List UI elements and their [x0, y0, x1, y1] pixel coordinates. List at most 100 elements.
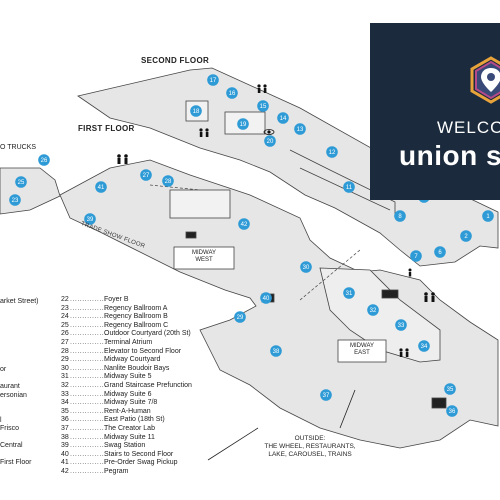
marker-circle	[326, 146, 338, 158]
marker-circle	[257, 100, 269, 112]
location-marker[interactable]: 18	[190, 105, 202, 117]
marker-circle	[238, 218, 250, 230]
marker-number: 26	[41, 158, 48, 164]
marker-number: 38	[273, 349, 280, 355]
legend-name: Midway Suite 7/8	[104, 399, 158, 407]
location-marker[interactable]: 2	[460, 230, 472, 242]
marker-number: 30	[303, 265, 310, 271]
welcome-panel: WELCOME union st	[370, 23, 500, 200]
marker-circle	[162, 175, 174, 187]
location-marker[interactable]: 41	[95, 181, 107, 193]
legend-leader-dots: ........................	[70, 416, 106, 424]
location-marker[interactable]: 29	[234, 311, 246, 323]
restroom-icon	[399, 348, 409, 357]
location-marker[interactable]: 20	[264, 135, 276, 147]
location-marker[interactable]: 32	[367, 304, 379, 316]
legend-name: East Patio (18th St)	[104, 416, 165, 424]
marker-circle	[410, 250, 422, 262]
location-marker[interactable]: 34	[418, 340, 430, 352]
marker-number: 11	[346, 185, 353, 191]
legend-left-fragment: aurant	[0, 383, 20, 390]
legend-leader-dots: ........................	[70, 304, 106, 312]
marker-number: 37	[323, 393, 330, 399]
marker-circle	[418, 340, 430, 352]
marker-number: 25	[18, 180, 25, 186]
legend-number: 39	[61, 442, 69, 450]
marker-circle	[15, 176, 27, 188]
marker-circle	[294, 123, 306, 135]
location-marker[interactable]: 14	[277, 112, 289, 124]
location-marker[interactable]: 40	[260, 292, 272, 304]
legend-item: 28........................Elevator to Se…	[0, 348, 210, 357]
location-marker[interactable]: 35	[444, 383, 456, 395]
location-marker[interactable]: 1	[482, 210, 494, 222]
location-marker[interactable]: 6	[434, 246, 446, 258]
marker-circle	[84, 213, 96, 225]
marker-circle	[395, 319, 407, 331]
floor-connector-dashed	[299, 249, 361, 301]
location-marker[interactable]: 19	[237, 118, 249, 130]
location-marker[interactable]: 17	[207, 74, 219, 86]
marker-circle	[95, 181, 107, 193]
location-marker[interactable]: 37	[320, 389, 332, 401]
location-marker[interactable]: 13	[294, 123, 306, 135]
marker-circle	[320, 389, 332, 401]
legend-item: 23........................Regency Ballro…	[0, 305, 210, 314]
location-marker[interactable]: 39	[84, 213, 96, 225]
location-marker[interactable]: 15	[257, 100, 269, 112]
legend-leader-dots: ........................	[70, 442, 106, 450]
location-marker[interactable]: 12	[326, 146, 338, 158]
legend-leader-dots: ........................	[70, 407, 106, 415]
marker-number: 14	[280, 116, 287, 122]
location-marker[interactable]: 7	[410, 250, 422, 262]
location-marker[interactable]: 8	[394, 210, 406, 222]
location-marker[interactable]: 25	[15, 176, 27, 188]
legend-item: 31........................Midway Suite 5	[0, 373, 210, 382]
second-floor-label: SECOND FLOOR	[141, 56, 210, 65]
legend-item: 38........................Midway Suite 1…	[0, 434, 210, 443]
marker-number: 41	[98, 185, 105, 191]
marker-number: 17	[210, 78, 217, 84]
location-marker[interactable]: 42	[238, 218, 250, 230]
legend-item: 40........................Stairs to Seco…	[0, 451, 210, 460]
midway-east-label: MIDWAY EAST	[338, 343, 386, 357]
location-marker[interactable]: 16	[226, 87, 238, 99]
marker-number: 8	[398, 214, 402, 220]
legend-number: 31	[61, 373, 69, 381]
legend-number: 37	[61, 425, 69, 432]
location-marker[interactable]: 33	[395, 319, 407, 331]
location-marker[interactable]: 36	[446, 405, 458, 417]
location-marker[interactable]: 11	[343, 181, 355, 193]
marker-number: 15	[260, 104, 267, 110]
location-marker[interactable]: 38	[270, 345, 282, 357]
legend-leader-dots: ........................	[70, 459, 106, 467]
legend-name: Regency Ballroom B	[104, 313, 168, 321]
restroom-icon	[408, 268, 412, 277]
legend-number: 36	[61, 416, 69, 424]
marker-number: 32	[370, 308, 377, 314]
location-marker[interactable]: 23	[9, 194, 21, 206]
location-marker[interactable]: 30	[300, 261, 312, 273]
legend-number: 26	[61, 330, 69, 338]
brand-name: union st	[399, 140, 500, 171]
location-marker[interactable]: 28	[162, 175, 174, 187]
marker-number: 35	[447, 387, 454, 393]
welcome-heading: WELCOME	[437, 118, 500, 137]
marker-number: 31	[346, 291, 353, 297]
location-marker[interactable]: 27	[140, 169, 152, 181]
legend-left-fragment: Central	[0, 442, 23, 449]
marker-number: 23	[12, 198, 19, 204]
midway-east-line1: MIDWAY	[350, 343, 374, 349]
marker-number: 6	[438, 250, 442, 256]
location-marker[interactable]: 31	[343, 287, 355, 299]
marker-number: 33	[398, 323, 405, 329]
marker-circle	[237, 118, 249, 130]
marker-circle	[234, 311, 246, 323]
marker-circle	[264, 135, 276, 147]
legend-item: 32........................Grand Staircas…	[0, 382, 210, 391]
location-marker[interactable]: 26	[38, 154, 50, 166]
legend-left-fragment: l	[0, 417, 2, 424]
legend-number: 33	[61, 390, 69, 398]
legend-leader-dots: ........................	[70, 356, 106, 364]
